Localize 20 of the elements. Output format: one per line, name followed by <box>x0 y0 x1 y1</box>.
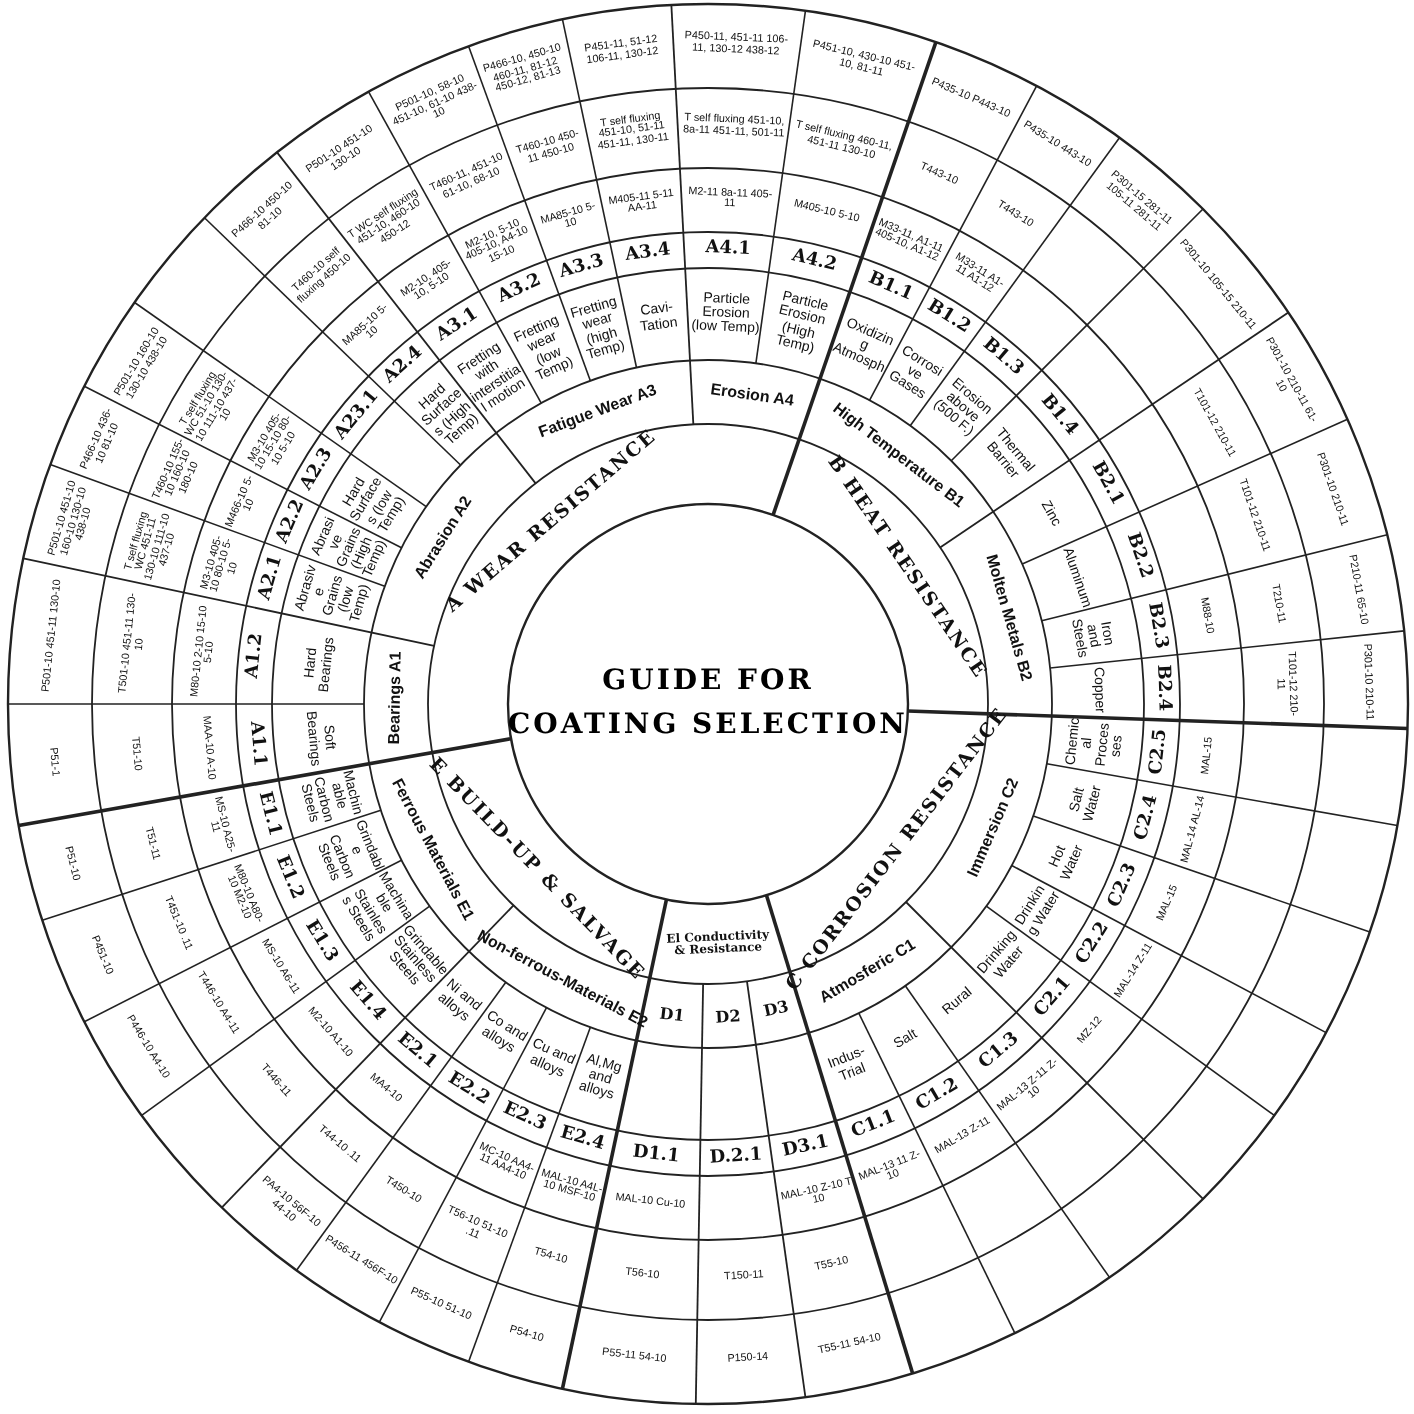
code-label: A3.4 <box>614 232 684 275</box>
code-label: B2.3 <box>1133 593 1177 657</box>
code-label: D1.1 <box>614 1133 699 1177</box>
code-label: D3.1 <box>770 1123 842 1171</box>
code-label: C2.5 <box>1139 720 1180 783</box>
code-label: A1.1 <box>235 705 276 782</box>
subcategory-label: D2 <box>702 984 752 1047</box>
code-label: A1.2 <box>235 611 278 702</box>
code-label: A2.1 <box>247 546 296 612</box>
code-label: D.2.1 <box>701 1138 770 1176</box>
code-label: B2.4 <box>1143 658 1180 718</box>
code-label: C2.3 <box>1095 848 1153 922</box>
subcategory-label: Erosion A4 <box>708 381 795 409</box>
code-label: B1.1 <box>852 259 926 317</box>
code-label: B2.2 <box>1109 516 1166 597</box>
subcategory-label: Bearings A1 <box>387 652 405 746</box>
code-label: C2.4 <box>1122 781 1173 854</box>
code-label: A3.3 <box>550 243 616 292</box>
code-label: A4.1 <box>687 231 769 270</box>
code-label: A4.2 <box>771 236 857 289</box>
